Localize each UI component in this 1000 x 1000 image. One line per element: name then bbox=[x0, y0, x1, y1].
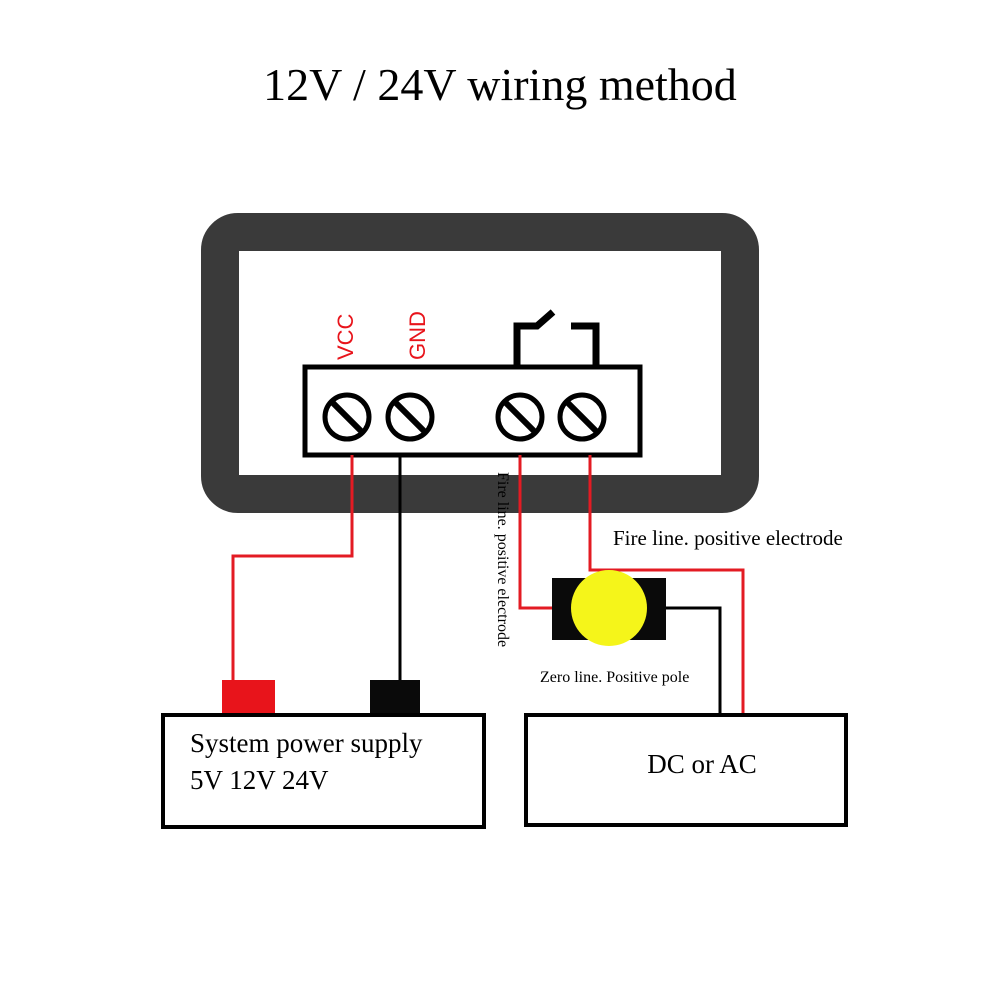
vcc-label: VCC bbox=[333, 313, 358, 360]
dc-ac-source-box bbox=[524, 713, 848, 827]
fire-line-horizontal-label: Fire line. positive electrode bbox=[613, 526, 843, 550]
power-positive-terminal bbox=[222, 680, 275, 714]
fire-line-vertical-label: Fire line. positive electrode bbox=[494, 472, 511, 647]
power-supply-title: System power supply bbox=[190, 728, 423, 758]
terminal-gnd bbox=[385, 392, 435, 442]
terminal-vcc bbox=[322, 392, 372, 442]
wire-fire-line-to-load bbox=[518, 455, 555, 610]
wire-vcc-positive bbox=[231, 455, 354, 680]
gnd-label: GND bbox=[405, 311, 430, 360]
diagram-title: 12V / 24V wiring method bbox=[263, 59, 737, 110]
wire-zero-line bbox=[665, 606, 722, 715]
terminal-relay-2 bbox=[557, 392, 607, 442]
power-supply-voltages: 5V 12V 24V bbox=[190, 765, 329, 795]
terminal-relay-1 bbox=[495, 392, 545, 442]
dc-ac-label: DC or AC bbox=[647, 749, 757, 779]
relay-contact-symbol bbox=[513, 309, 600, 367]
wire-fire-line-to-source bbox=[588, 455, 745, 715]
power-supply-box bbox=[161, 713, 486, 829]
zero-line-label: Zero line. Positive pole bbox=[540, 669, 689, 686]
power-negative-terminal bbox=[370, 680, 420, 714]
load-lamp bbox=[552, 570, 666, 646]
